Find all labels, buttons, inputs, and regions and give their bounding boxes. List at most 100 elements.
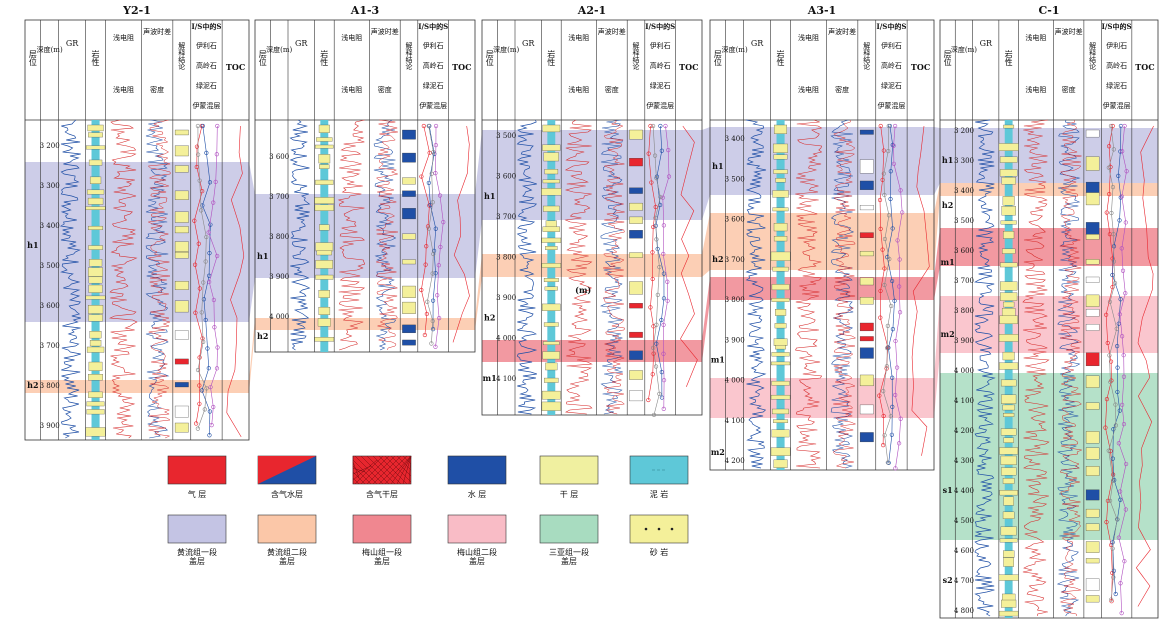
clay-curve-3 (1108, 125, 1118, 600)
clay-sample-marker (893, 338, 898, 344)
clay-sample-marker (1108, 123, 1114, 129)
clay-curve-0 (193, 125, 203, 424)
layer-label-h2: h2 (712, 254, 723, 264)
legend-swatch-cap (167, 514, 227, 544)
header-chlorite: 绿泥石 (196, 81, 217, 90)
sandstone-bed (314, 337, 335, 342)
clay-sample-marker (654, 322, 659, 327)
clay-sample-marker (202, 407, 207, 412)
interpretation-block (629, 303, 643, 309)
clay-sample-marker (430, 327, 436, 332)
depth-tick-label: 3 700 (40, 342, 60, 350)
clay-sample-marker (897, 310, 903, 315)
sandstone-bed (775, 178, 786, 183)
well-title: A1-3 (350, 4, 379, 17)
sandstone-bed (1000, 220, 1017, 225)
sandstone-bed (1002, 511, 1015, 519)
clay-sample-marker (888, 169, 893, 174)
sandstone-bed (88, 391, 103, 398)
interpretation-block (402, 285, 416, 298)
gr-curve (289, 119, 311, 351)
clay-curve-0 (1105, 125, 1114, 602)
legend-label: 盖层 (469, 556, 485, 566)
clay-sample-marker (893, 392, 898, 398)
header-layer: 层位 (943, 50, 952, 66)
interpretation-block (174, 405, 189, 418)
clay-sample-marker (881, 148, 886, 153)
sonic-curve (375, 119, 399, 351)
clay-sample-marker (1124, 461, 1129, 467)
legend-label: 干 层 (560, 490, 579, 499)
clay-sample-marker (881, 413, 886, 419)
depth-tick-label: 4 000 (496, 335, 516, 343)
sandstone-bed (314, 204, 334, 211)
clay-sample-marker (881, 171, 886, 176)
mudstone-column (320, 120, 329, 352)
clay-sample-marker (201, 297, 206, 302)
sonic-curve (147, 119, 171, 439)
depth-tick-label: 3 500 (40, 262, 60, 270)
header-gr: GR (980, 39, 993, 48)
clay-sample-marker (424, 311, 429, 317)
depth-tick-label: 3 600 (725, 216, 745, 224)
clay-sample-marker (897, 441, 902, 446)
sandstone-bed (773, 143, 788, 153)
header-sonic: 声波时差 (1055, 27, 1083, 36)
sandstone-bed (86, 189, 105, 195)
legend-swatch (539, 455, 599, 485)
clay-sample-marker (199, 388, 205, 393)
clay-sample-marker (661, 296, 667, 301)
header-toc: TOC (1135, 62, 1154, 72)
clay-sample-marker (193, 310, 198, 315)
sandstone-bed (1000, 292, 1018, 301)
clay-sample-marker (429, 341, 434, 346)
clay-sample-marker (1118, 581, 1123, 586)
clay-sample-marker (651, 123, 656, 129)
depth-tick-label: 3 900 (496, 294, 516, 302)
sandstone-bed (770, 251, 791, 261)
sandstone-bed (1002, 404, 1015, 411)
interpretation-block (174, 211, 189, 223)
clay-sample-marker (660, 195, 665, 200)
interpretation-block (629, 331, 643, 338)
header-is: I/S中的S (418, 22, 448, 31)
header-lithology: 岩性 (320, 49, 329, 66)
correlation-band-4 (940, 373, 1158, 540)
depth-tick-label: 3 800 (496, 254, 516, 262)
legend-label: 盖层 (374, 556, 390, 566)
hatch-line (402, 455, 412, 485)
depth-tick-label: 4 400 (954, 487, 974, 495)
layer-label-h2: h2 (27, 380, 38, 390)
legend-swatch-gas-part (258, 456, 316, 484)
correlation-band-2 (482, 228, 1158, 362)
hatch-line (384, 455, 412, 485)
clay-sample-marker (197, 383, 202, 388)
sandstone-bed (88, 225, 103, 231)
interpretation-block (629, 370, 643, 380)
clay-sample-marker (1110, 185, 1116, 190)
depth-tick-label: 4 000 (725, 377, 745, 385)
layer-label-s1: s1 (943, 485, 953, 495)
depth-tick-label: 4 500 (954, 517, 974, 525)
sandstone-bed (541, 401, 561, 411)
well-title: C-1 (1039, 4, 1060, 17)
sandstone-bed (1000, 428, 1017, 436)
sandstone-bed (543, 322, 559, 327)
header-mixed-layer: 伊蒙混层 (419, 101, 447, 110)
interpretation-block (859, 297, 874, 305)
clay-sample-marker (649, 180, 654, 185)
header-layer: 层位 (28, 50, 37, 66)
legend-swatch (447, 455, 507, 485)
clay-sample-marker (207, 433, 212, 438)
clay-sample-marker (1119, 194, 1124, 199)
clay-sample-marker (1110, 546, 1115, 551)
clay-sample-marker (652, 153, 658, 158)
toc-curve (452, 125, 470, 343)
clay-sample-marker (886, 149, 891, 154)
depth-tick-label: 3 900 (725, 336, 745, 344)
clay-sample-marker (887, 123, 892, 129)
legend-label: 含气干层 (366, 489, 398, 499)
clay-sample-marker (1120, 149, 1125, 154)
clay-sample-marker (204, 150, 209, 155)
clay-sample-marker (1109, 210, 1114, 216)
